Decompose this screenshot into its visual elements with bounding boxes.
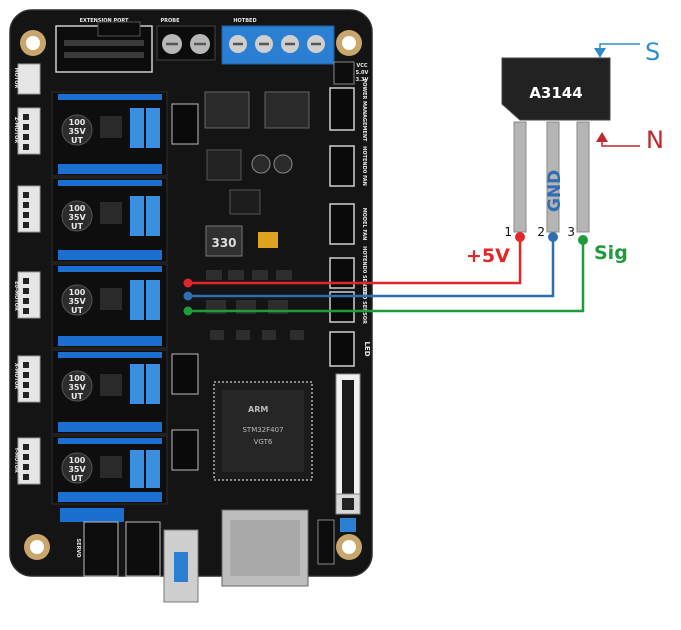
label-probe: PROBE: [161, 18, 181, 24]
label-5v: 5.0V: [356, 70, 369, 76]
mcu-part: STM32F407: [242, 426, 283, 434]
label-e0-motor: E0-MOTOR: [13, 281, 19, 311]
inductor-marking: 330: [211, 236, 236, 250]
cap-marking: 100: [69, 204, 86, 213]
stepper-driver: 100 35V UT: [51, 91, 168, 177]
usb-port: [163, 529, 199, 603]
face-n-label: N: [646, 126, 664, 154]
label-y-motor: Y-MOTOR: [13, 446, 19, 473]
stepper-driver: 100 35V UT: [51, 435, 168, 505]
label-z-motor: Z-MOTOR: [13, 117, 19, 144]
south-face-arrow-icon: [594, 43, 640, 58]
label-led: LED: [363, 341, 371, 356]
cap-marking: 35V: [68, 383, 86, 392]
wires: [183, 237, 585, 316]
north-face-arrow-icon: [596, 132, 640, 147]
cap-marking: 100: [69, 118, 86, 127]
probe-header: [97, 21, 141, 37]
label-power-management: POWER MANAGEMENT: [361, 79, 367, 142]
right-side-connectors: [329, 87, 355, 367]
motor-connectors: [17, 63, 41, 485]
stepper-driver: 100 35V UT: [51, 177, 168, 263]
label-hotend0-sensor: HOTEND0 SENSOR: [361, 246, 367, 298]
boot-jumper: [340, 518, 356, 532]
wire-gnd: [188, 237, 555, 298]
sensor-body: [501, 57, 611, 121]
sensor-part-number: A3144: [529, 84, 582, 102]
label-motor: MOTOR: [13, 68, 19, 89]
control-board: EXTENSION PORT PROBE HOTBED VCC 5.0V 3.3…: [9, 9, 373, 603]
mcu-brand: ARM: [248, 405, 268, 414]
sensor-leg-1: [513, 121, 527, 233]
mcu-variant: VGT6: [254, 438, 273, 446]
cap-marking: UT: [71, 222, 83, 231]
cap-marking: 100: [69, 456, 86, 465]
cap-marking: 100: [69, 288, 86, 297]
servo-header: SERVO: [60, 508, 161, 577]
hotbed-screw-terminal: [221, 25, 335, 65]
mounting-hole: [336, 534, 362, 560]
lcd-ribbon-connector: [335, 373, 361, 505]
label-bed-sensor: BED SENSOR: [361, 288, 367, 324]
pin-1-number: 1: [504, 225, 512, 239]
stepper-driver: 100 35V UT: [51, 263, 168, 349]
face-s-label: S: [645, 38, 660, 66]
label-hotbed: HOTBED: [233, 18, 256, 24]
pin-1-dot: [515, 232, 525, 242]
reset-button: [335, 493, 361, 515]
label-hotend0-fan: HOTEND0 FAN: [361, 146, 367, 186]
pin-3-number: 3: [567, 225, 575, 239]
wire-gnd-solder-point: [183, 291, 193, 301]
cap-marking: 35V: [68, 297, 86, 306]
pin-3-dot: [578, 235, 588, 245]
label-vcc: VCC: [356, 63, 368, 69]
pin-3-label: Sig: [594, 242, 628, 264]
power-screw-terminal: [156, 25, 216, 61]
sensor-leg-3: [576, 121, 590, 233]
label-3v3: 3.3V: [356, 77, 369, 83]
cap-marking: 100: [69, 374, 86, 383]
tantalum-capacitor: [258, 232, 278, 248]
label-model-fan: MODEL FAN: [361, 208, 367, 241]
stepper-driver: 100 35V UT: [51, 349, 168, 435]
sd-card-slot: [221, 509, 309, 587]
wire-sig: [188, 240, 585, 313]
endstop-headers: [171, 103, 199, 471]
voltage-select-jumper: VCC 5.0V 3.3V: [333, 61, 369, 85]
pin-2-label: GND: [545, 170, 565, 212]
cap-marking: 35V: [68, 465, 86, 474]
mounting-hole: [24, 534, 50, 560]
expansion-header: [317, 519, 335, 565]
cap-marking: UT: [71, 474, 83, 483]
cap-marking: UT: [71, 306, 83, 315]
label-extension-port: EXTENSION PORT: [80, 18, 129, 24]
wire-5v: [188, 237, 522, 285]
pin-2-number: 2: [537, 225, 545, 239]
label-servo: SERVO: [75, 539, 81, 558]
pin-1-label: +5V: [466, 245, 510, 267]
mcu-chip: ARM STM32F407 VGT6: [213, 381, 313, 481]
cap-marking: UT: [71, 136, 83, 145]
mosfets: [204, 91, 310, 215]
mounting-hole: [20, 30, 46, 56]
label-x-motor: X-MOTOR: [13, 363, 19, 389]
cap-marking: 35V: [68, 213, 86, 222]
inductor: 330: [205, 225, 243, 257]
cap-marking: UT: [71, 392, 83, 401]
cap-marking: 35V: [68, 127, 86, 136]
wire-5v-solder-point: [183, 278, 193, 288]
wire-sig-solder-point: [183, 306, 193, 316]
hall-sensor-a3144: A3144: [501, 57, 611, 245]
pin-2-dot: [548, 232, 558, 242]
mounting-hole: [336, 30, 362, 56]
